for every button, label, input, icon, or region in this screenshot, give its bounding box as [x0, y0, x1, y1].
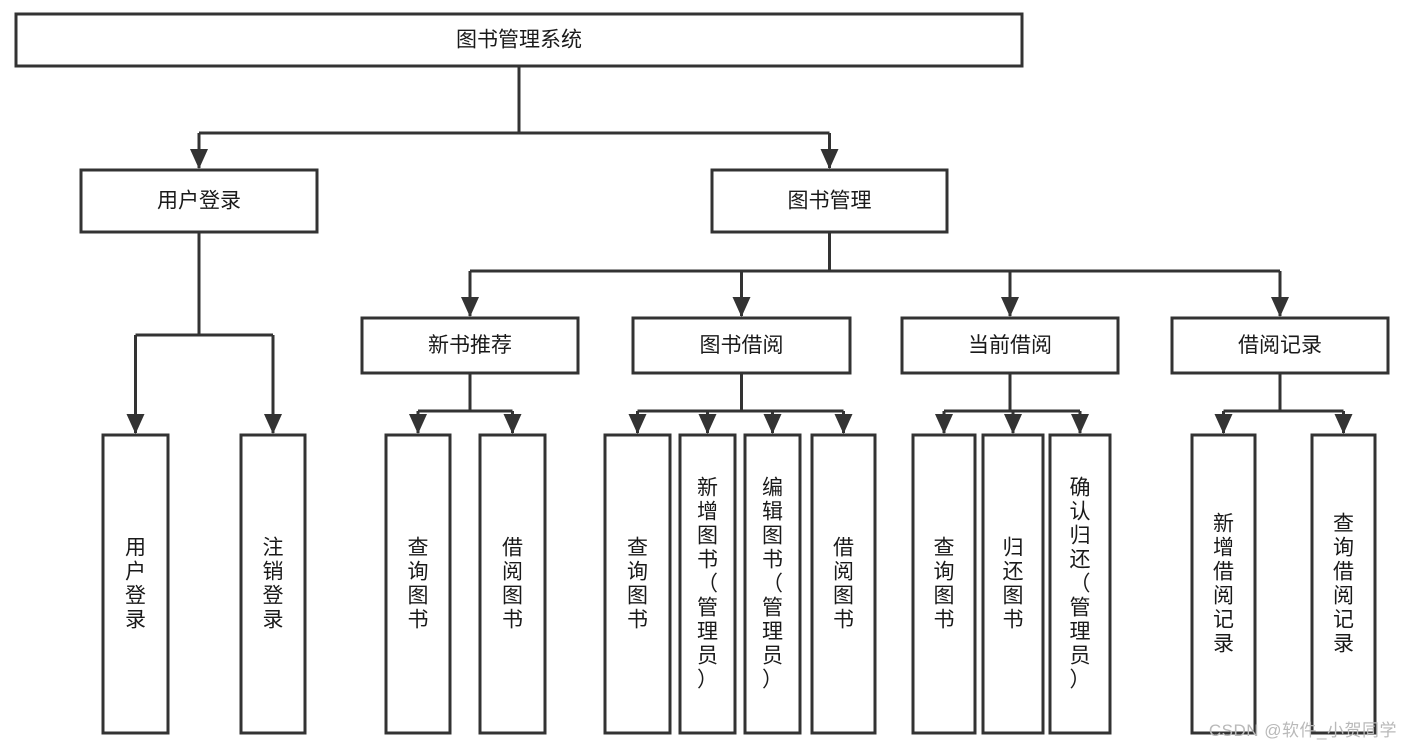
node-box[interactable]	[981, 433, 1045, 735]
watermark-text: CSDN @软件_小贺同学	[1208, 721, 1397, 740]
node-box[interactable]	[1048, 433, 1112, 735]
node-box[interactable]	[14, 12, 1024, 68]
node-level1[interactable]: 用户登录	[79, 168, 319, 234]
node-box[interactable]	[911, 433, 977, 735]
node-label: 编辑图书（管理员）	[762, 477, 783, 692]
arrow-head-icon	[503, 414, 522, 434]
arrow-head-icon	[126, 414, 145, 434]
node-box[interactable]	[79, 168, 319, 234]
arrow-head-icon	[1334, 414, 1353, 434]
node-leaf[interactable]: 借阅图书	[478, 433, 547, 735]
node-level2[interactable]: 借阅记录	[1170, 316, 1390, 375]
connector-layer	[126, 66, 1353, 434]
arrow-head-icon	[820, 149, 839, 169]
node-leaf[interactable]: 编辑图书（管理员）	[743, 433, 802, 735]
arrow-head-icon	[1271, 297, 1289, 317]
node-leaf[interactable]: 借阅图书	[810, 433, 877, 735]
node-label: 注销登录	[263, 537, 284, 632]
node-label: 图书借阅	[700, 334, 784, 357]
arrow-head-icon	[698, 414, 717, 434]
node-leaf[interactable]: 查询图书	[384, 433, 452, 735]
node-label: 查询图书	[627, 537, 648, 632]
node-leaf[interactable]: 新增图书（管理员）	[678, 433, 737, 735]
node-leaf[interactable]: 注销登录	[239, 433, 307, 735]
arrow-head-icon	[461, 297, 479, 317]
node-box[interactable]	[603, 433, 672, 735]
node-box[interactable]	[384, 433, 452, 735]
node-box[interactable]	[743, 433, 802, 735]
node-leaf[interactable]: 归还图书	[981, 433, 1045, 735]
node-box[interactable]	[678, 433, 737, 735]
node-level1[interactable]: 图书管理	[710, 168, 949, 234]
node-label: 新增图书（管理员）	[697, 477, 718, 692]
arrow-head-icon	[1001, 297, 1019, 317]
node-leaf[interactable]: 用户登录	[101, 433, 170, 735]
node-leaf[interactable]: 查询借阅记录	[1310, 433, 1377, 735]
arrow-head-icon	[1004, 414, 1022, 434]
node-level2[interactable]: 新书推荐	[360, 316, 580, 375]
node-box[interactable]	[900, 316, 1120, 375]
node-label: 当前借阅	[968, 334, 1052, 357]
node-label: 归还图书	[1003, 537, 1024, 632]
node-box[interactable]	[478, 433, 547, 735]
arrow-head-icon	[190, 149, 208, 169]
arrow-head-icon	[409, 414, 427, 434]
arrow-head-icon	[935, 414, 953, 434]
node-box[interactable]	[1310, 433, 1377, 735]
node-box[interactable]	[101, 433, 170, 735]
node-box[interactable]	[810, 433, 877, 735]
node-box[interactable]	[239, 433, 307, 735]
node-box[interactable]	[360, 316, 580, 375]
arrow-head-icon	[732, 297, 751, 317]
node-leaf[interactable]: 新增借阅记录	[1190, 433, 1257, 735]
node-label: 新书推荐	[428, 334, 512, 357]
node-box[interactable]	[1190, 433, 1257, 735]
arrow-head-icon	[1214, 414, 1233, 434]
node-level2[interactable]: 图书借阅	[631, 316, 852, 375]
node-label: 查询图书	[408, 537, 429, 632]
node-label: 借阅记录	[1238, 334, 1322, 357]
node-box[interactable]	[631, 316, 852, 375]
node-label: 用户登录	[125, 537, 146, 632]
node-box[interactable]	[1170, 316, 1390, 375]
node-root-system[interactable]: 图书管理系统	[14, 12, 1024, 68]
node-label: 用户登录	[157, 190, 241, 213]
arrow-head-icon	[1071, 414, 1089, 434]
node-level2[interactable]: 当前借阅	[900, 316, 1120, 375]
node-leaf[interactable]: 查询图书	[603, 433, 672, 735]
node-label: 查询借阅记录	[1333, 513, 1354, 656]
node-label: 借阅图书	[833, 537, 854, 632]
arrow-head-icon	[834, 414, 853, 434]
node-leaf[interactable]: 查询图书	[911, 433, 977, 735]
node-label: 查询图书	[934, 537, 955, 632]
arrow-head-icon	[763, 414, 782, 434]
node-label: 确认归还（管理员）	[1070, 477, 1091, 692]
node-label: 新增借阅记录	[1213, 513, 1234, 656]
node-label: 图书管理系统	[456, 29, 582, 52]
node-leaf[interactable]: 确认归还（管理员）	[1048, 433, 1112, 735]
arrow-head-icon	[628, 414, 647, 434]
node-box[interactable]	[710, 168, 949, 234]
node-label: 借阅图书	[502, 537, 523, 632]
arrow-head-icon	[264, 414, 282, 434]
node-label: 图书管理	[788, 190, 872, 213]
node-layer: 图书管理系统用户登录图书管理新书推荐图书借阅当前借阅借阅记录用户登录注销登录查询…	[14, 12, 1390, 735]
